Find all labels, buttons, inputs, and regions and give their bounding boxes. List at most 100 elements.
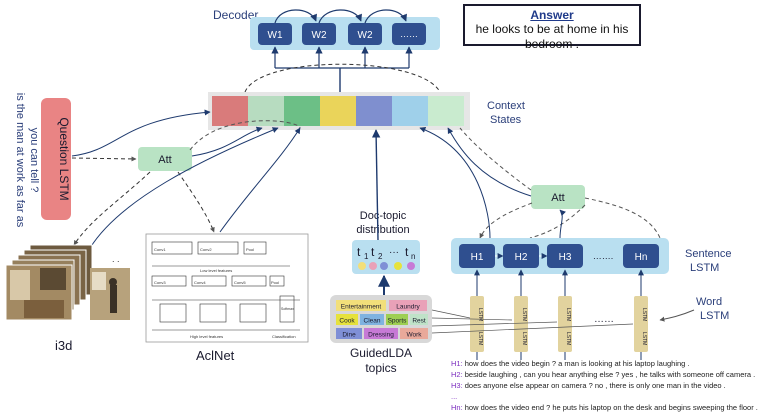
word-lstm-cell-label: LSTM — [641, 332, 647, 345]
topic-chip-label: Sports — [388, 318, 408, 325]
context-cell — [320, 96, 356, 126]
topic-chip — [336, 328, 362, 339]
topic-chip — [386, 314, 408, 325]
att-left-label: Att — [158, 154, 171, 166]
word-lstm-cell-label: LSTM — [565, 308, 571, 321]
decoder-unit-w3 — [348, 23, 382, 45]
word-lstm-cell — [470, 296, 484, 352]
question-text: you can tell ? — [28, 128, 40, 193]
svg-text:Classification: Classification — [272, 334, 296, 339]
i3d-label: i3d — [55, 338, 72, 353]
word-lstm-cell — [634, 296, 648, 352]
svg-text:High level features: High level features — [190, 334, 223, 339]
svg-text:Conv5: Conv5 — [234, 280, 246, 285]
svg-text:Conv4: Conv4 — [194, 280, 206, 285]
topic-chip — [410, 314, 428, 325]
question-lstm — [41, 98, 71, 220]
svg-text:Pool: Pool — [246, 247, 254, 252]
svg-text:Softmax: Softmax — [281, 307, 294, 311]
topic-chip — [400, 328, 428, 339]
decoder-word: W2 — [312, 30, 327, 41]
decoder-unit-w2 — [302, 23, 336, 45]
sentence-unit — [547, 244, 583, 268]
word-lstm-cell — [514, 296, 528, 352]
word-lstm-cell — [558, 296, 572, 352]
answer-text: he looks to be at home in his bedroom . — [475, 22, 629, 51]
svg-text:Conv2: Conv2 — [200, 247, 212, 252]
decoder-word: W2 — [358, 30, 373, 41]
sentence-lstm-label: LSTM — [690, 262, 719, 274]
dialog-line: H1: how does the video begin ? a man is … — [451, 359, 690, 368]
sentence-unit — [503, 244, 539, 268]
word-lstm-cell-label: LSTM — [565, 332, 571, 345]
word-lstm-cell-label: LSTM — [477, 308, 483, 321]
context-cell — [284, 96, 320, 126]
topics-label: GuidedLDA — [350, 346, 412, 360]
decoder-word: W1 — [268, 30, 283, 41]
svg-text:H2: H2 — [515, 252, 528, 263]
svg-text:H3: H3 — [559, 252, 572, 263]
context-states — [212, 96, 464, 126]
word-lstm-cell-label: LSTM — [521, 308, 527, 321]
svg-text:n: n — [411, 252, 415, 261]
svg-text:2: 2 — [378, 252, 383, 261]
topic-chip — [389, 300, 427, 311]
word-lstm-dots: …… — [594, 314, 614, 325]
aclnet-label: AclNet — [196, 348, 235, 363]
answer-box: Answer he looks to be at home in his bed… — [463, 4, 641, 51]
doc-topic-label: distribution — [356, 224, 409, 236]
decoder-label: Decoder — [213, 8, 258, 22]
svg-text:Low level features: Low level features — [200, 268, 232, 273]
topic-chip-label: Rest — [412, 318, 426, 325]
svg-text:Conv3: Conv3 — [154, 280, 166, 285]
context-cell — [356, 96, 392, 126]
dialog-history: H1: how does the video begin ? a man is … — [451, 358, 771, 413]
context-states-label: Context — [487, 100, 525, 112]
word-lstm-label: Word — [696, 296, 722, 308]
svg-text:H1: H1 — [471, 252, 484, 263]
i3d-dots: . . — [112, 254, 120, 264]
word-lstm-cell-label: LSTM — [521, 332, 527, 345]
word-lstm-label: LSTM — [700, 310, 729, 322]
word-lstm-columns: LSTM LSTM LSTM LSTM LSTM LSTM LSTM LSTM — [470, 296, 648, 360]
dialog-line: Hn: how does the video end ? he puts his… — [451, 403, 758, 412]
aclnet-diagram: Conv1 Conv2 Pool Low level features Conv… — [145, 233, 309, 343]
sentence-unit — [623, 244, 659, 268]
topic-chip-label: Work — [406, 332, 422, 339]
dialog-line: H2: beside laughing , can you hear anyth… — [451, 370, 756, 379]
doc-topic-box — [352, 240, 420, 274]
topic-chip — [336, 314, 358, 325]
context-cell — [428, 96, 464, 126]
topic-chip-label: Entertainment — [341, 304, 382, 311]
topic-chip-label: Laundry — [396, 304, 420, 311]
topic-chip — [336, 300, 386, 311]
word-lstm-cell-label: LSTM — [477, 332, 483, 345]
context-cell — [212, 96, 248, 126]
decoder-word: …… — [400, 29, 418, 39]
topic-chip-label: Cook — [339, 318, 355, 325]
svg-text:Pool: Pool — [271, 280, 279, 285]
topic-chip-label: Clean — [364, 318, 381, 325]
i3d-frames — [5, 244, 130, 321]
svg-text:Conv1: Conv1 — [154, 247, 166, 252]
topics-label: topics — [365, 361, 396, 375]
att-right-label: Att — [551, 192, 564, 204]
topic-chip — [364, 328, 398, 339]
dialog-line: H3: does anyone else appear on camera ? … — [451, 381, 726, 390]
decoder-unit-w1 — [258, 23, 292, 45]
context-cell — [392, 96, 428, 126]
dialog-line: ... — [451, 392, 458, 401]
svg-text:1: 1 — [364, 252, 369, 261]
svg-text:Hn: Hn — [635, 252, 648, 263]
topic-chip — [360, 314, 384, 325]
topic-chip-label: Dine — [342, 332, 356, 339]
svg-text:t: t — [357, 245, 361, 259]
decoder-unit-wn — [392, 23, 426, 45]
svg-text:···: ··· — [389, 247, 399, 258]
decoder-units: W1 W2 W2 …… — [258, 23, 426, 45]
context-states-label: States — [490, 114, 522, 126]
word-lstm-cell-label: LSTM — [641, 308, 647, 321]
sentence-lstm-units: H1 H2 H3 ……. Hn — [459, 244, 659, 268]
doc-topic-label: Doc-topic — [360, 210, 407, 222]
